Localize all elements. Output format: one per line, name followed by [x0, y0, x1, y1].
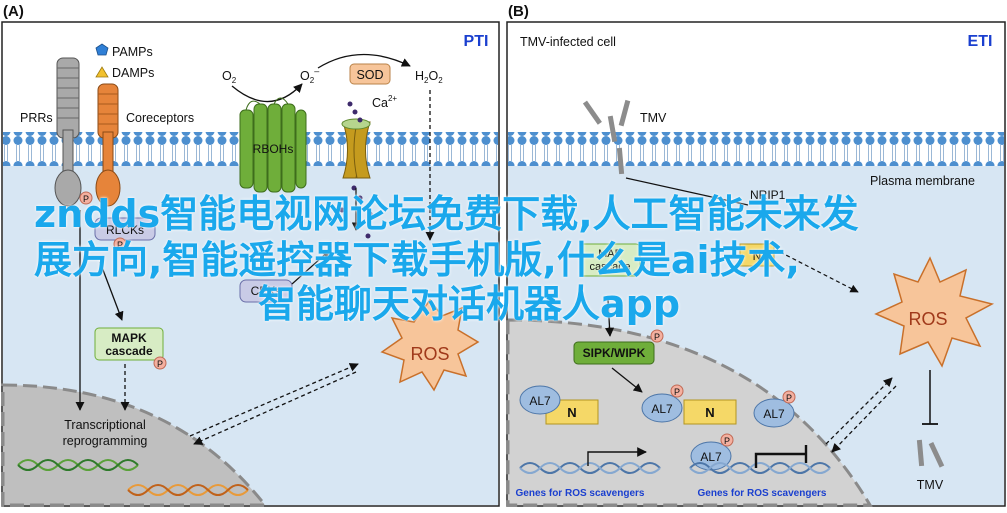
- cpks-label: CPKs: [251, 284, 282, 298]
- phospho-circle: [79, 191, 93, 205]
- al7-bottom-label: AL7: [700, 450, 722, 464]
- al7-middle-ellipse: [641, 393, 683, 423]
- sipk-phospho-label: P: [654, 332, 660, 342]
- prrs-label: PRRs: [20, 111, 53, 125]
- map-cascade-line2: cascade: [590, 261, 631, 273]
- panel-b: (B) TMV-infected cell ETI TMV NRIP1 Plas…: [506, 3, 1006, 507]
- pti-tag: PTI: [464, 33, 489, 50]
- calcium-label: Ca2+: [372, 94, 397, 110]
- legend-pamps: PAMPs: [112, 45, 153, 59]
- panel-a: (A) PTI PAMPs DAMPs PRRs Coreceptors: [1, 3, 500, 507]
- al7-bottom-phospho: [720, 433, 734, 447]
- panel-b-title: TMV-infected cell: [520, 35, 616, 49]
- mapk-cascade-box: [94, 327, 164, 361]
- rbohs-label: RBOHs: [253, 142, 294, 156]
- coreceptor-icon: [95, 83, 121, 207]
- mapk-phospho-label: P: [157, 359, 163, 369]
- o2-label: O2: [222, 69, 237, 85]
- ros-label-b: ROS: [908, 309, 947, 329]
- al7-middle-phospho-label: P: [674, 387, 680, 397]
- mapk-label-line2: cascade: [105, 344, 153, 358]
- transcriptional-line1: Transcriptional: [64, 418, 146, 432]
- ros-b-arrow-down: [831, 385, 897, 453]
- ros-burst-icon: [380, 298, 480, 392]
- rlck-phospho-circle: [113, 237, 127, 251]
- gene-repression-line: [754, 452, 806, 468]
- panel-a-nucleus: [1, 383, 269, 507]
- n-label-middle: N: [705, 405, 714, 420]
- tmv-virus-top-icon: [582, 99, 631, 175]
- legend-damps: DAMPs: [112, 66, 154, 80]
- prr-receptor-icon: [54, 57, 82, 207]
- sipk-wipk-box: [573, 341, 655, 365]
- al7-right-ellipse: [753, 398, 795, 428]
- al7-left-label: AL7: [529, 394, 551, 408]
- sod-arrow: [317, 53, 411, 69]
- sipk-wipk-label: SIPK/WIPK: [583, 346, 646, 360]
- tmv-to-nrip1-line: [625, 177, 749, 206]
- al7-middle-phospho: [670, 384, 684, 398]
- sipk-to-al7-arrow: [611, 367, 643, 393]
- cpk-to-rboh-arrow: [291, 249, 331, 285]
- dna-helix-left-icon: [519, 462, 661, 474]
- eti-tag: ETI: [968, 33, 993, 50]
- ros-arrow-down: [193, 371, 357, 445]
- cpks-box: [239, 279, 293, 303]
- calcium-channel-icon: [341, 118, 371, 179]
- n-box-middle: [683, 399, 737, 425]
- map-cascade-line1: MAP: [598, 248, 622, 260]
- dna-helix-green-icon: [17, 459, 139, 471]
- sipk-phospho-circle: [650, 329, 664, 343]
- panel-a-letter: (A): [3, 3, 24, 20]
- panel-b-membrane: [508, 132, 1004, 166]
- al7-right-phospho: [782, 390, 796, 404]
- n-to-ros-arrow: [779, 251, 859, 293]
- ros-label-a: ROS: [410, 344, 449, 364]
- phospho-label: P: [83, 194, 89, 204]
- coreceptors-label: Coreceptors: [126, 111, 194, 125]
- al7-right-label: AL7: [763, 407, 785, 421]
- sod-box: [349, 63, 391, 85]
- al7-left-ellipse: [519, 385, 561, 415]
- al7-middle-label: AL7: [651, 402, 673, 416]
- o2-to-superoxide-arrow: [231, 83, 303, 103]
- gene-activation-arrow: [587, 447, 647, 466]
- rboh-channel-icon: [239, 97, 307, 193]
- genes-label-left: Genes for ROS scavengers: [516, 488, 645, 499]
- mapk-phospho-circle: [153, 356, 167, 370]
- sod-label: SOD: [356, 68, 383, 82]
- map-cascade-box: [579, 243, 641, 277]
- plasma-membrane-label: Plasma membrane: [870, 174, 975, 188]
- damps-triangle-icon: [95, 66, 109, 78]
- n-small-box: [739, 243, 775, 267]
- n-label-left: N: [567, 405, 576, 420]
- rlck-phospho-label: P: [117, 240, 123, 250]
- h2o2-label: H2O2: [415, 69, 443, 85]
- al7-right-phospho-label: P: [786, 393, 792, 403]
- rlck-to-mapk-arrow: [99, 261, 124, 321]
- calcium-ions: [335, 101, 373, 247]
- mapk-label-line1: MAPK: [111, 331, 147, 345]
- ros-b-arrow-up: [825, 377, 893, 445]
- map-to-sipk-arrow: [605, 299, 615, 337]
- ros-arrow-up: [189, 363, 359, 437]
- superoxide-label: O2–: [300, 66, 319, 85]
- rlcks-label: RLCKs: [106, 223, 144, 237]
- panel-b-letter: (B): [508, 3, 529, 20]
- tmv-virus-bottom-icon: [916, 439, 945, 468]
- tmv-top-label: TMV: [640, 111, 667, 125]
- tmv-bottom-label: TMV: [917, 478, 944, 492]
- dna-helix-right-icon: [689, 462, 831, 474]
- dna-helix-orange-icon: [127, 484, 249, 496]
- al7-bottom-phospho-label: P: [724, 436, 730, 446]
- pamps-pentagon-icon: [95, 43, 109, 56]
- transcriptional-line2: reprogramming: [63, 434, 148, 448]
- nrip1-label: NRIP1: [750, 188, 786, 202]
- n-small-label: N: [753, 249, 762, 263]
- genes-label-right: Genes for ROS scavengers: [698, 488, 827, 499]
- ros-burst-b-icon: [874, 256, 995, 368]
